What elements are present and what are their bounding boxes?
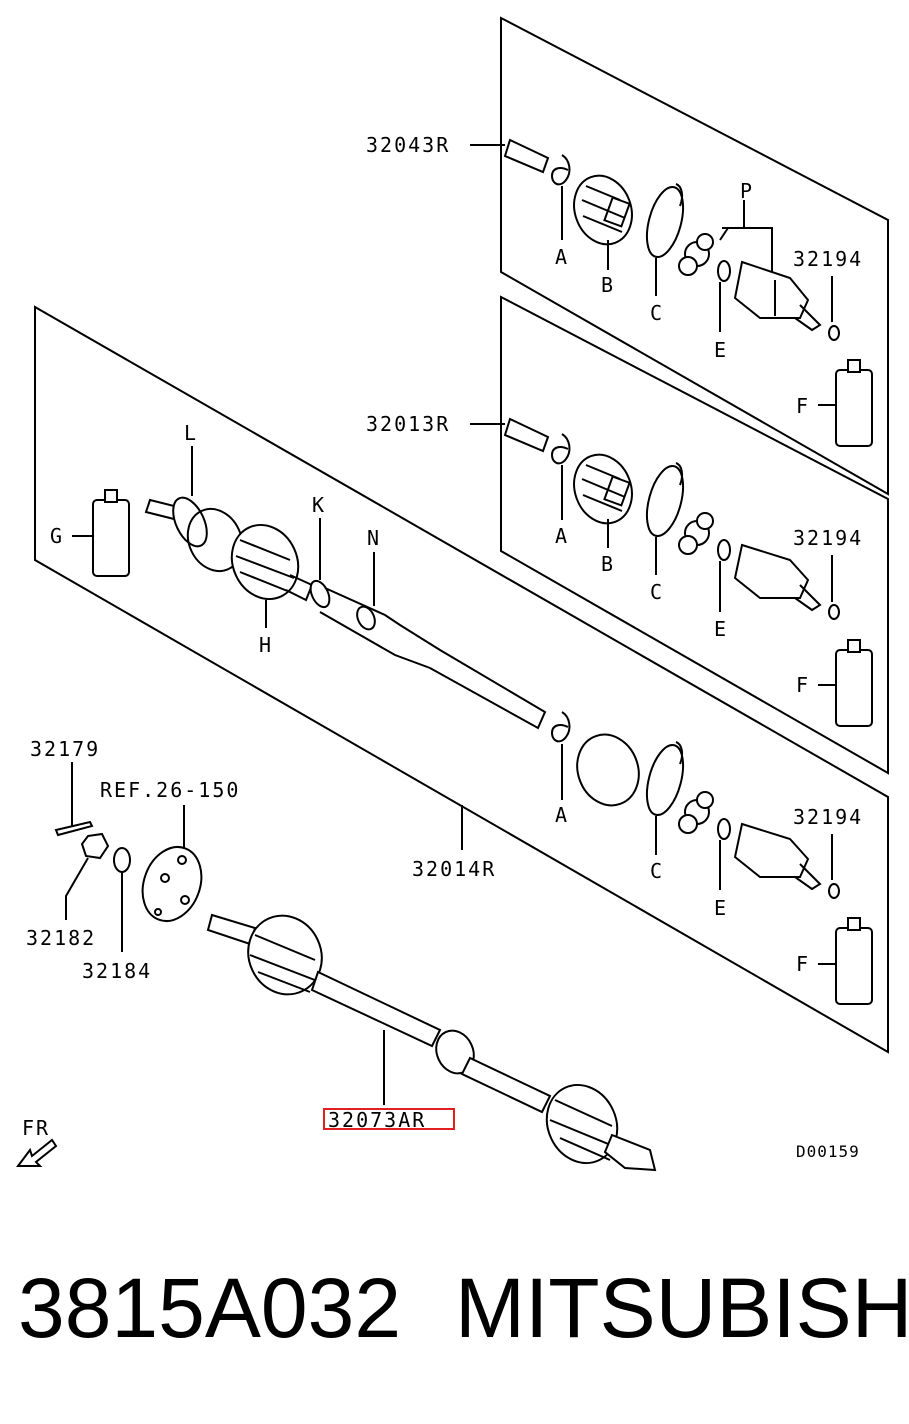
- label-32013r: 32013R: [366, 412, 450, 436]
- label-ref-26-150: REF.26-150: [100, 778, 240, 802]
- label-l: L: [184, 421, 198, 445]
- label-e-middle: E: [714, 617, 728, 641]
- label-32014r: 32014R: [412, 857, 496, 881]
- label-b-middle: B: [601, 552, 615, 576]
- label-a-main: A: [555, 803, 569, 827]
- label-p: P: [740, 179, 754, 203]
- leader-lines: [65, 144, 836, 1105]
- label-e-top: E: [714, 338, 728, 362]
- label-c-main: C: [650, 859, 664, 883]
- label-h: H: [259, 633, 273, 657]
- brand-name: MITSUBISHI: [455, 1261, 909, 1355]
- label-a-top: A: [555, 245, 569, 269]
- front-direction-arrow-icon: [16, 1138, 58, 1167]
- highlight-32073ar: [323, 1108, 455, 1130]
- label-b-top: B: [601, 273, 615, 297]
- panel-main: [34, 305, 889, 1054]
- part-number: 3815A032: [18, 1261, 402, 1355]
- label-f-top: F: [796, 394, 810, 418]
- label-e-main: E: [714, 896, 728, 920]
- label-f-middle: F: [796, 673, 810, 697]
- label-fr: FR: [22, 1116, 50, 1140]
- label-32194-bottom: 32194: [793, 805, 863, 829]
- grease-tube-bottom: [835, 917, 873, 1005]
- top-panel-parts: [503, 138, 840, 341]
- label-c-top: C: [650, 301, 664, 325]
- label-32194-middle: 32194: [793, 526, 863, 550]
- label-32184: 32184: [82, 959, 152, 983]
- grease-tube-g: [92, 489, 130, 577]
- label-k: K: [312, 493, 326, 517]
- grease-tube-middle: [835, 639, 873, 727]
- grease-tube-top: [835, 359, 873, 447]
- panel-top: [500, 16, 889, 496]
- diagram-code: D00159: [796, 1142, 860, 1161]
- hub-parts: [54, 820, 203, 922]
- main-panel-parts: [144, 496, 840, 899]
- middle-panel-parts: [503, 417, 840, 620]
- label-32043r: 32043R: [366, 133, 450, 157]
- label-a-middle: A: [555, 524, 569, 548]
- caption: 3815A032 MITSUBISHI: [0, 1260, 909, 1370]
- label-32179: 32179: [30, 737, 100, 761]
- label-32182: 32182: [26, 926, 96, 950]
- label-n: N: [367, 526, 381, 550]
- label-f-bottom: F: [796, 952, 810, 976]
- label-32194-top: 32194: [793, 247, 863, 271]
- panel-middle: [500, 295, 889, 775]
- label-g: G: [50, 524, 64, 548]
- label-c-middle: C: [650, 580, 664, 604]
- complete-drive-shaft: [206, 913, 657, 1172]
